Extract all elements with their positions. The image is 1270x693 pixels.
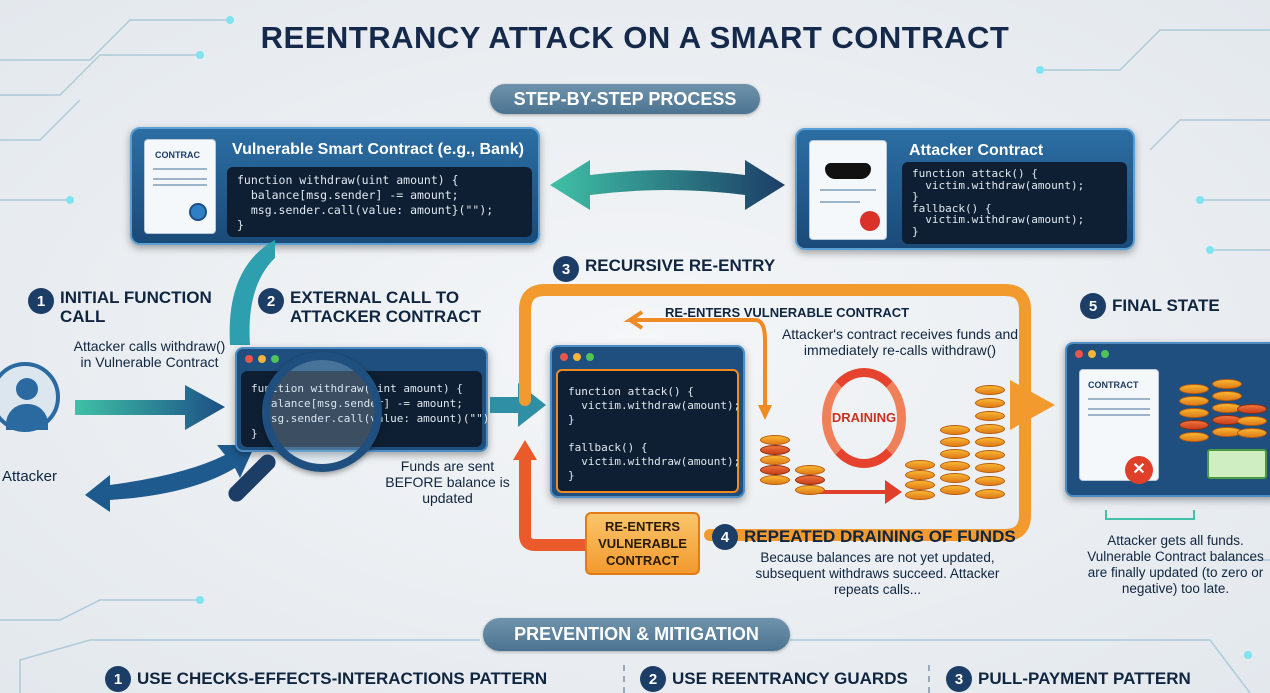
attacker-label: Attacker — [2, 468, 58, 485]
attacker-document-icon — [809, 140, 887, 240]
bracket — [1105, 510, 1195, 520]
step-3-description: Attacker's contract receives funds and i… — [781, 326, 1019, 358]
arrow-to-attacker — [490, 383, 546, 427]
seal-icon — [189, 203, 207, 221]
step-5-description: Attacker gets all funds. Vulnerable Cont… — [1087, 533, 1264, 596]
prevention-section-label: PREVENTION & MITIGATION — [483, 618, 790, 651]
loop-label: RE-ENTERS VULNERABLE CONTRACT — [665, 305, 910, 320]
attacker-contract-title: Attacker Contract — [909, 142, 1044, 159]
final-state-window: CONTRACT ✕ — [1065, 342, 1270, 497]
process-section-label: STEP-BY-STEP PROCESS — [490, 84, 760, 114]
step-1-description: Attacker calls withdraw() in Vulnerable … — [73, 338, 226, 370]
draining-cycle-icon — [822, 368, 906, 468]
mask-icon — [825, 163, 871, 179]
devil-icon — [860, 211, 880, 231]
contract-document-icon: CONTRAC — [144, 139, 216, 234]
attacker-contract-code: function attack() { victim.withdraw(amou… — [902, 162, 1127, 244]
step-3-code-window: function attack() { victim.withdraw(amou… — [550, 345, 745, 498]
step-2-description: Funds are sent BEFORE balance is updated — [385, 458, 510, 506]
attacker-avatar — [0, 362, 60, 432]
step-4-description: Because balances are not yet updated, su… — [755, 550, 1000, 597]
doc-label: CONTRAC — [155, 150, 200, 160]
vulnerable-contract-code: function withdraw(uint amount) { balance… — [227, 167, 532, 237]
divider — [623, 665, 625, 693]
cash-icon — [1207, 449, 1267, 479]
failure-x-icon: ✕ — [1125, 456, 1153, 484]
reenter-box: RE-ENTERS VULNERABLE CONTRACT — [585, 512, 700, 575]
magnifier-icon — [262, 352, 382, 472]
double-arrow-icon — [550, 160, 785, 210]
attacker-contract-card: Attacker Contract function attack() { vi… — [795, 128, 1135, 250]
vulnerable-contract-card: CONTRAC Vulnerable Smart Contract (e.g.,… — [130, 127, 540, 245]
page-title: REENTRANCY ATTACK ON A SMART CONTRACT — [260, 20, 1010, 55]
vulnerable-contract-title: Vulnerable Smart Contract (e.g., Bank) — [232, 141, 524, 158]
call-arrows — [75, 225, 275, 512]
divider — [928, 665, 930, 693]
draining-label: DRAINING — [831, 410, 897, 425]
recursive-loop-arrow — [513, 284, 1055, 551]
